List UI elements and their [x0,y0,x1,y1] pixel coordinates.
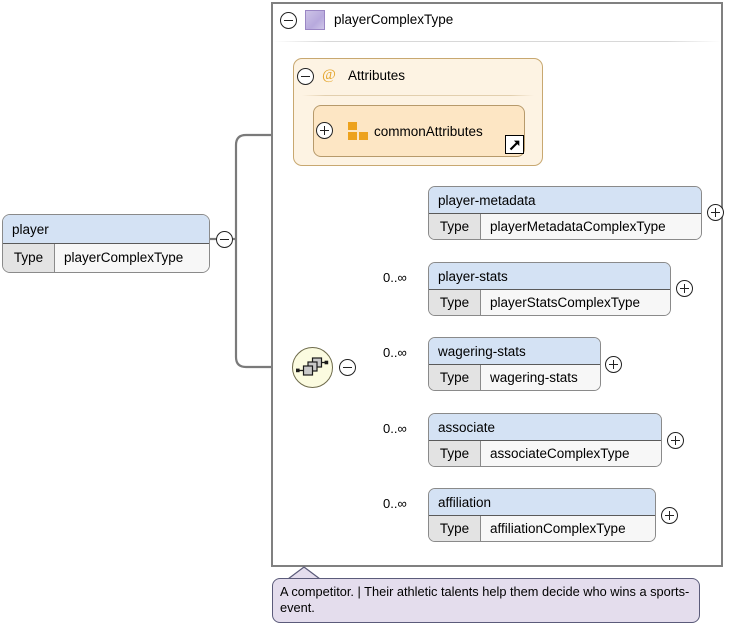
expand-toggle-affiliation[interactable] [661,507,678,524]
annotation-pointer [287,566,321,579]
element-type-row: Type wagering-stats [429,365,600,390]
cardinality-associate: 0..∞ [383,421,407,436]
at-symbol-icon: @ [322,67,336,83]
element-box-player-stats[interactable]: player-stats Type playerStatsComplexType [428,262,671,316]
element-name: player-metadata [429,187,701,214]
external-link-arrow-icon[interactable] [505,135,524,154]
element-name: associate [429,414,661,441]
element-box-associate[interactable]: associate Type associateComplexType [428,413,662,467]
expand-toggle-wagering-stats[interactable] [605,356,622,373]
collapse-toggle-player[interactable] [216,231,233,248]
type-label: Type [429,516,481,541]
type-label: Type [429,365,481,390]
annotation-text: A competitor. | Their athletic talents h… [280,584,690,615]
complextype-title: playerComplexType [334,12,454,27]
element-box-player-metadata[interactable]: player-metadata Type playerMetadataCompl… [428,186,702,240]
type-value: wagering-stats [481,365,600,390]
complextype-icon [305,10,325,30]
choice-compositor-icon[interactable] [292,347,333,388]
collapse-toggle-choice[interactable] [339,359,356,376]
expand-toggle-associate[interactable] [667,432,684,449]
cardinality-wagering-stats: 0..∞ [383,345,407,360]
expand-toggle-player-metadata[interactable] [707,204,724,221]
expand-toggle-commonattributes[interactable] [316,122,333,139]
element-name: player-stats [429,263,670,290]
type-value: affiliationComplexType [481,516,655,541]
type-value: playerComplexType [55,244,209,272]
element-type-row: Type playerComplexType [3,244,209,272]
type-value: playerMetadataComplexType [481,214,701,239]
element-box-player[interactable]: player Type playerComplexType [2,214,210,273]
attribute-group-icon [348,122,370,140]
element-name: player [3,215,209,244]
collapse-toggle-complextype[interactable] [280,12,297,29]
element-name: wagering-stats [429,338,600,365]
type-label: Type [429,441,481,466]
cardinality-player-stats: 0..∞ [383,270,407,285]
annotation-box: A competitor. | Their athletic talents h… [272,578,700,623]
type-label: Type [3,244,55,272]
cardinality-affiliation: 0..∞ [383,496,407,511]
collapse-toggle-attributes[interactable] [297,68,314,85]
attribute-item-commonattributes[interactable] [313,105,525,157]
divider [302,95,534,96]
type-label: Type [429,214,481,239]
divider [273,41,721,42]
type-value: associateComplexType [481,441,661,466]
element-box-affiliation[interactable]: affiliation Type affiliationComplexType [428,488,656,542]
type-value: playerStatsComplexType [481,290,670,315]
expand-toggle-player-stats[interactable] [676,280,693,297]
attribute-item-label: commonAttributes [374,124,483,139]
element-type-row: Type associateComplexType [429,441,661,466]
element-type-row: Type playerStatsComplexType [429,290,670,315]
element-box-wagering-stats[interactable]: wagering-stats Type wagering-stats [428,337,601,391]
element-name: affiliation [429,489,655,516]
element-type-row: Type affiliationComplexType [429,516,655,541]
type-label: Type [429,290,481,315]
element-type-row: Type playerMetadataComplexType [429,214,701,239]
attributes-group-label: Attributes [348,68,406,83]
